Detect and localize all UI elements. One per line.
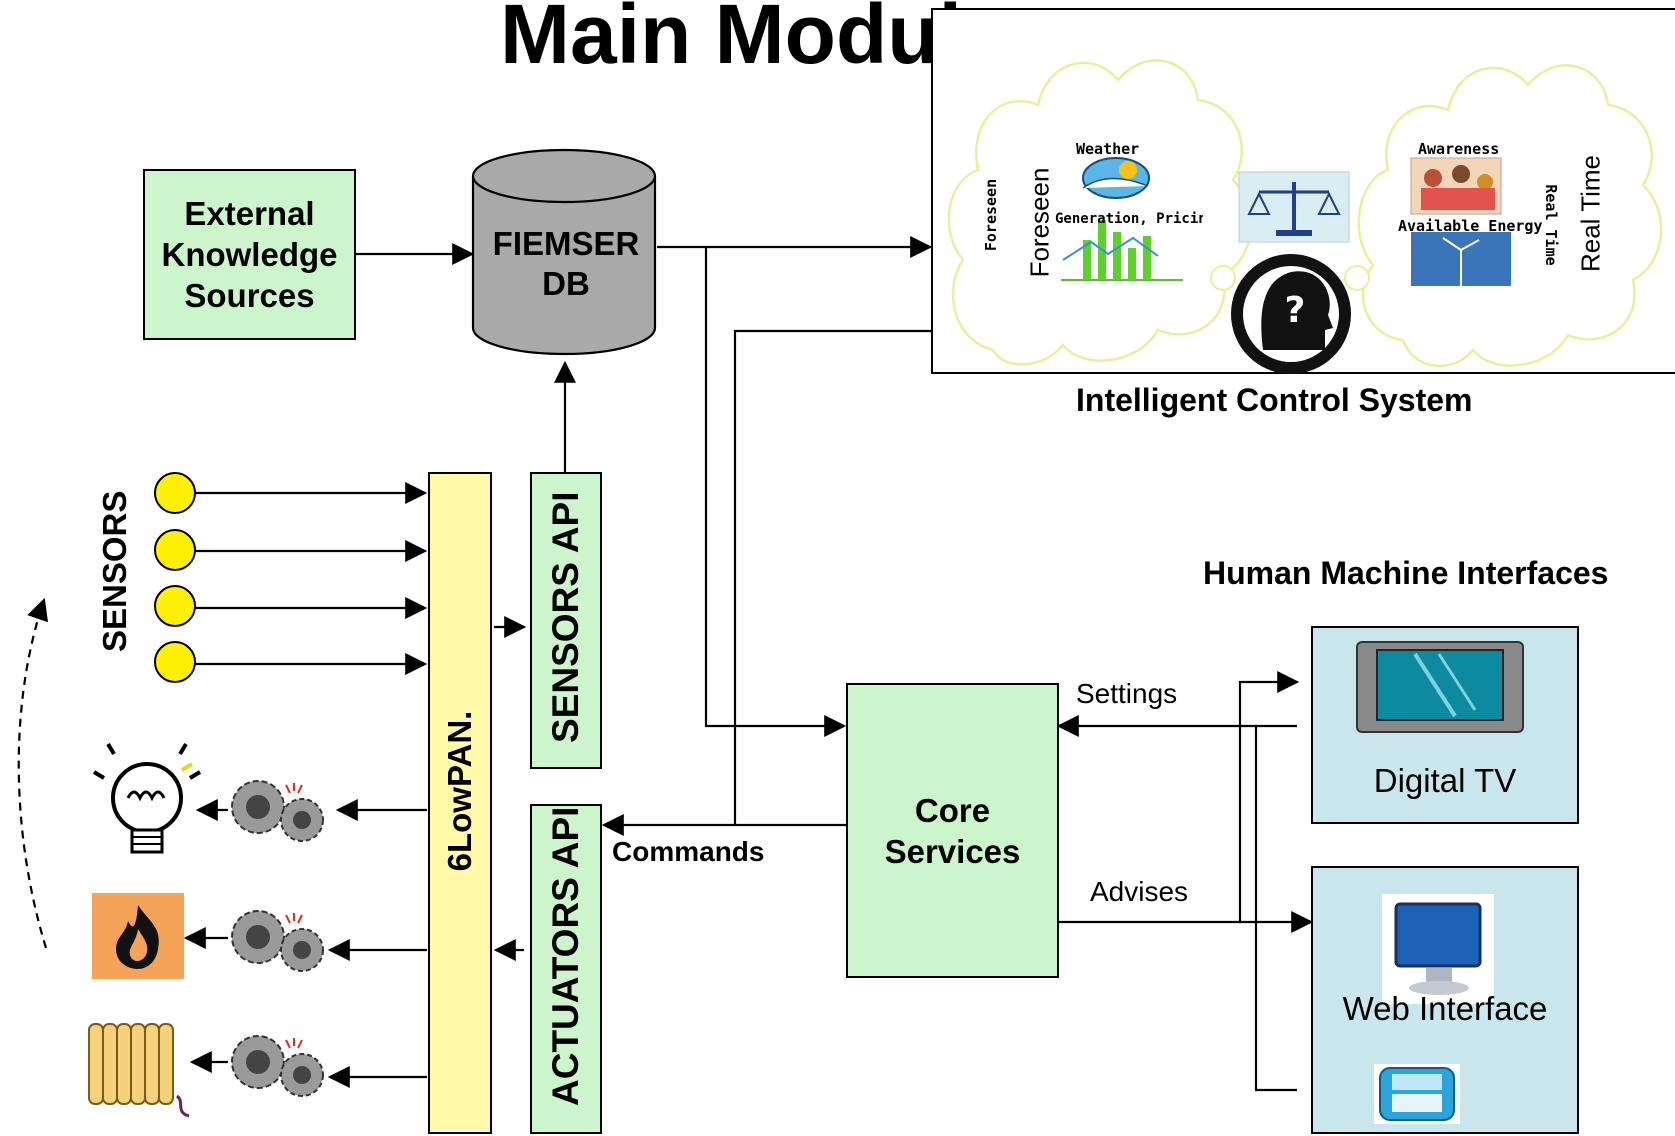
sensors-api-label: SENSORS API (545, 491, 586, 743)
actuators-api-label: ACTUATORS API (545, 806, 586, 1106)
radiator-icon (88, 1023, 190, 1118)
settings-label: Settings (1076, 678, 1178, 709)
sensor-node-1 (154, 472, 196, 514)
awareness-label: Awareness (1418, 140, 1500, 158)
gears-icon (231, 780, 324, 842)
foreseen-cloud (947, 59, 1253, 366)
light-bulb-icon (92, 742, 202, 854)
sensor-node-4 (154, 641, 196, 683)
fiemser-db-label: FIEMSER DB (492, 225, 640, 302)
edge-ics-commands (733, 329, 931, 825)
edge-web-bottom (1254, 726, 1297, 1092)
decision-head-icon: ? (1231, 254, 1351, 374)
intelligent-control-panel: ? Weather Generation, Pricing, ... Aware… (931, 8, 1675, 374)
pricing-chart-icon (1061, 220, 1183, 281)
external-knowledge-box: External Knowledge Sources (143, 169, 356, 340)
sensors-label: SENSORS (96, 490, 133, 652)
core-services-box: Core Services (846, 683, 1059, 978)
feedback-dashed-arrow (17, 597, 49, 949)
sensor-node-2 (154, 529, 196, 571)
monitor-icon (1382, 894, 1494, 1004)
sensors-api-box (530, 472, 602, 769)
edge-db-core (704, 247, 847, 737)
real-time-large-label: Real Time (1575, 154, 1606, 273)
hmi-title: Human Machine Interfaces (1203, 555, 1609, 591)
sensor-node-3 (154, 585, 196, 627)
commands-label: Commands (612, 836, 765, 867)
6lowpan-label: 6LowPAN. (441, 710, 478, 872)
actuators-api-box (530, 804, 602, 1134)
tv-icon (1356, 641, 1524, 733)
svg-text:?: ? (1285, 290, 1306, 331)
available-energy-label: Available Energy (1398, 217, 1543, 235)
real-time-cloud (1357, 64, 1663, 368)
balance-scale-icon (1238, 171, 1350, 243)
weather-label: Weather (1076, 140, 1140, 158)
foreseen-large-label: Foreseen (1024, 167, 1055, 278)
edge-advises-tv (1238, 671, 1300, 922)
gears-icon (231, 1035, 324, 1097)
foreseen-small-label: Foreseen (982, 178, 1000, 252)
generation-pricing-label: Generation, Pricing, ... (1055, 211, 1203, 227)
digital-tv-label: Digital TV (1373, 762, 1517, 799)
real-time-small-label: Real Time (1542, 184, 1560, 266)
ics-illustration: ? (947, 59, 1663, 374)
fire-icon (92, 893, 184, 979)
fiemser-db-cylinder (471, 148, 657, 356)
gears-icon (231, 910, 324, 972)
web-interface-label: Web Interface (1342, 990, 1548, 1027)
mobile-device-icon (1374, 1064, 1460, 1124)
advises-label: Advises (1090, 876, 1189, 907)
intelligent-control-caption: Intelligent Control System (1076, 382, 1473, 418)
6lowpan-bar (428, 472, 492, 1134)
